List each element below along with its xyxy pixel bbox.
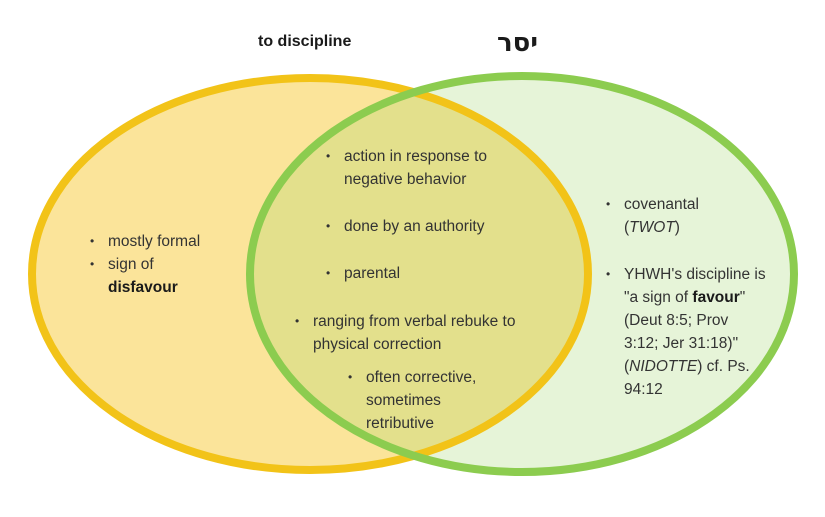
list-item: ranging from verbal rebuke to physical co…	[295, 310, 565, 356]
list-item: covenantal(TWOT)	[606, 193, 791, 239]
list-item-text: covenantal	[624, 196, 699, 213]
right-circle-outline	[246, 72, 798, 476]
list-item: sign of disfavour	[90, 253, 240, 299]
list-item: parental	[326, 262, 556, 285]
list-item-text: done by an authority	[344, 218, 485, 235]
list-item-text: ranging from verbal rebuke to	[313, 313, 516, 330]
list-item: often corrective, sometimes retributive	[348, 366, 518, 435]
overlap-sublist: often corrective, sometimes retributive	[348, 366, 518, 435]
list-item-text: negative behavior	[344, 171, 467, 188]
list-item-text: sign of	[108, 256, 154, 273]
list-item-text: physical correction	[313, 336, 442, 353]
list-item: mostly formal	[90, 230, 240, 253]
citation-text: TWOT	[629, 219, 675, 236]
list-item-text: parental	[344, 265, 401, 282]
emphasis-text: disfavour	[108, 279, 178, 296]
emphasis-text: favour	[692, 289, 740, 306]
list-item: action in response to negative behavior	[326, 145, 556, 191]
left-set-title: to discipline	[258, 33, 352, 50]
list-item: YHWH's discipline is "a sign of favour" (D…	[606, 263, 791, 401]
list-item-text: 3:12; Jer 31:18)"	[624, 335, 739, 352]
left-circle-outline	[28, 74, 592, 474]
left-only-list: mostly formal sign of disfavour	[90, 230, 240, 299]
right-only-list: covenantal(TWOT) YHWH's discipline is "a …	[606, 193, 791, 401]
citation-text: NIDOTTE	[629, 358, 698, 375]
list-item-text: retributive	[366, 415, 435, 432]
list-item-text: sometimes	[366, 392, 441, 409]
overlap-list-top: action in response to negative behavior d…	[326, 145, 556, 285]
list-item-text: (Deut 8:5; Prov	[624, 312, 729, 329]
list-item-text: "	[739, 289, 746, 306]
list-item: done by an authority	[326, 215, 556, 238]
list-item-text: ) cf. Ps.	[697, 358, 750, 375]
list-item-text: 94:12	[624, 381, 663, 398]
list-item-text: mostly formal	[108, 233, 201, 250]
list-item-text: often corrective,	[366, 369, 477, 386]
overlap-list-bottom: ranging from verbal rebuke to physical co…	[295, 310, 565, 356]
list-item-text: YHWH's discipline is	[624, 266, 766, 283]
list-item-text: "a sign of	[624, 289, 693, 306]
right-set-title: יסר	[497, 28, 538, 58]
list-item-text: action in response to	[344, 148, 488, 165]
